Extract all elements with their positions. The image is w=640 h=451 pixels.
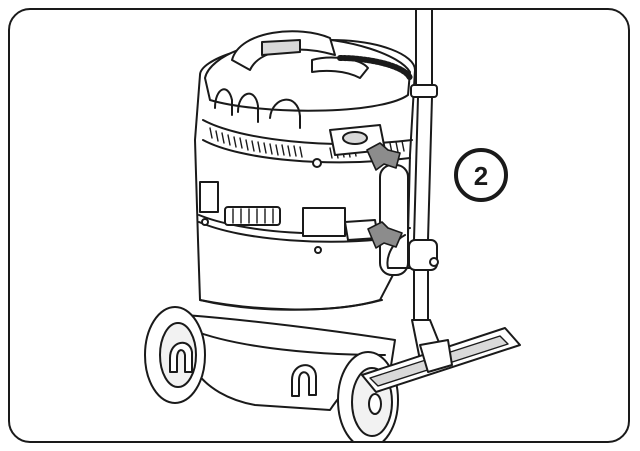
floor-nozzle (361, 327, 521, 393)
step-number: 2 (474, 161, 488, 191)
trolley-base (144, 306, 399, 441)
motor-head (204, 30, 413, 241)
insertion-arrow-icon (366, 142, 403, 249)
step-number-badge: 2 (454, 148, 508, 202)
